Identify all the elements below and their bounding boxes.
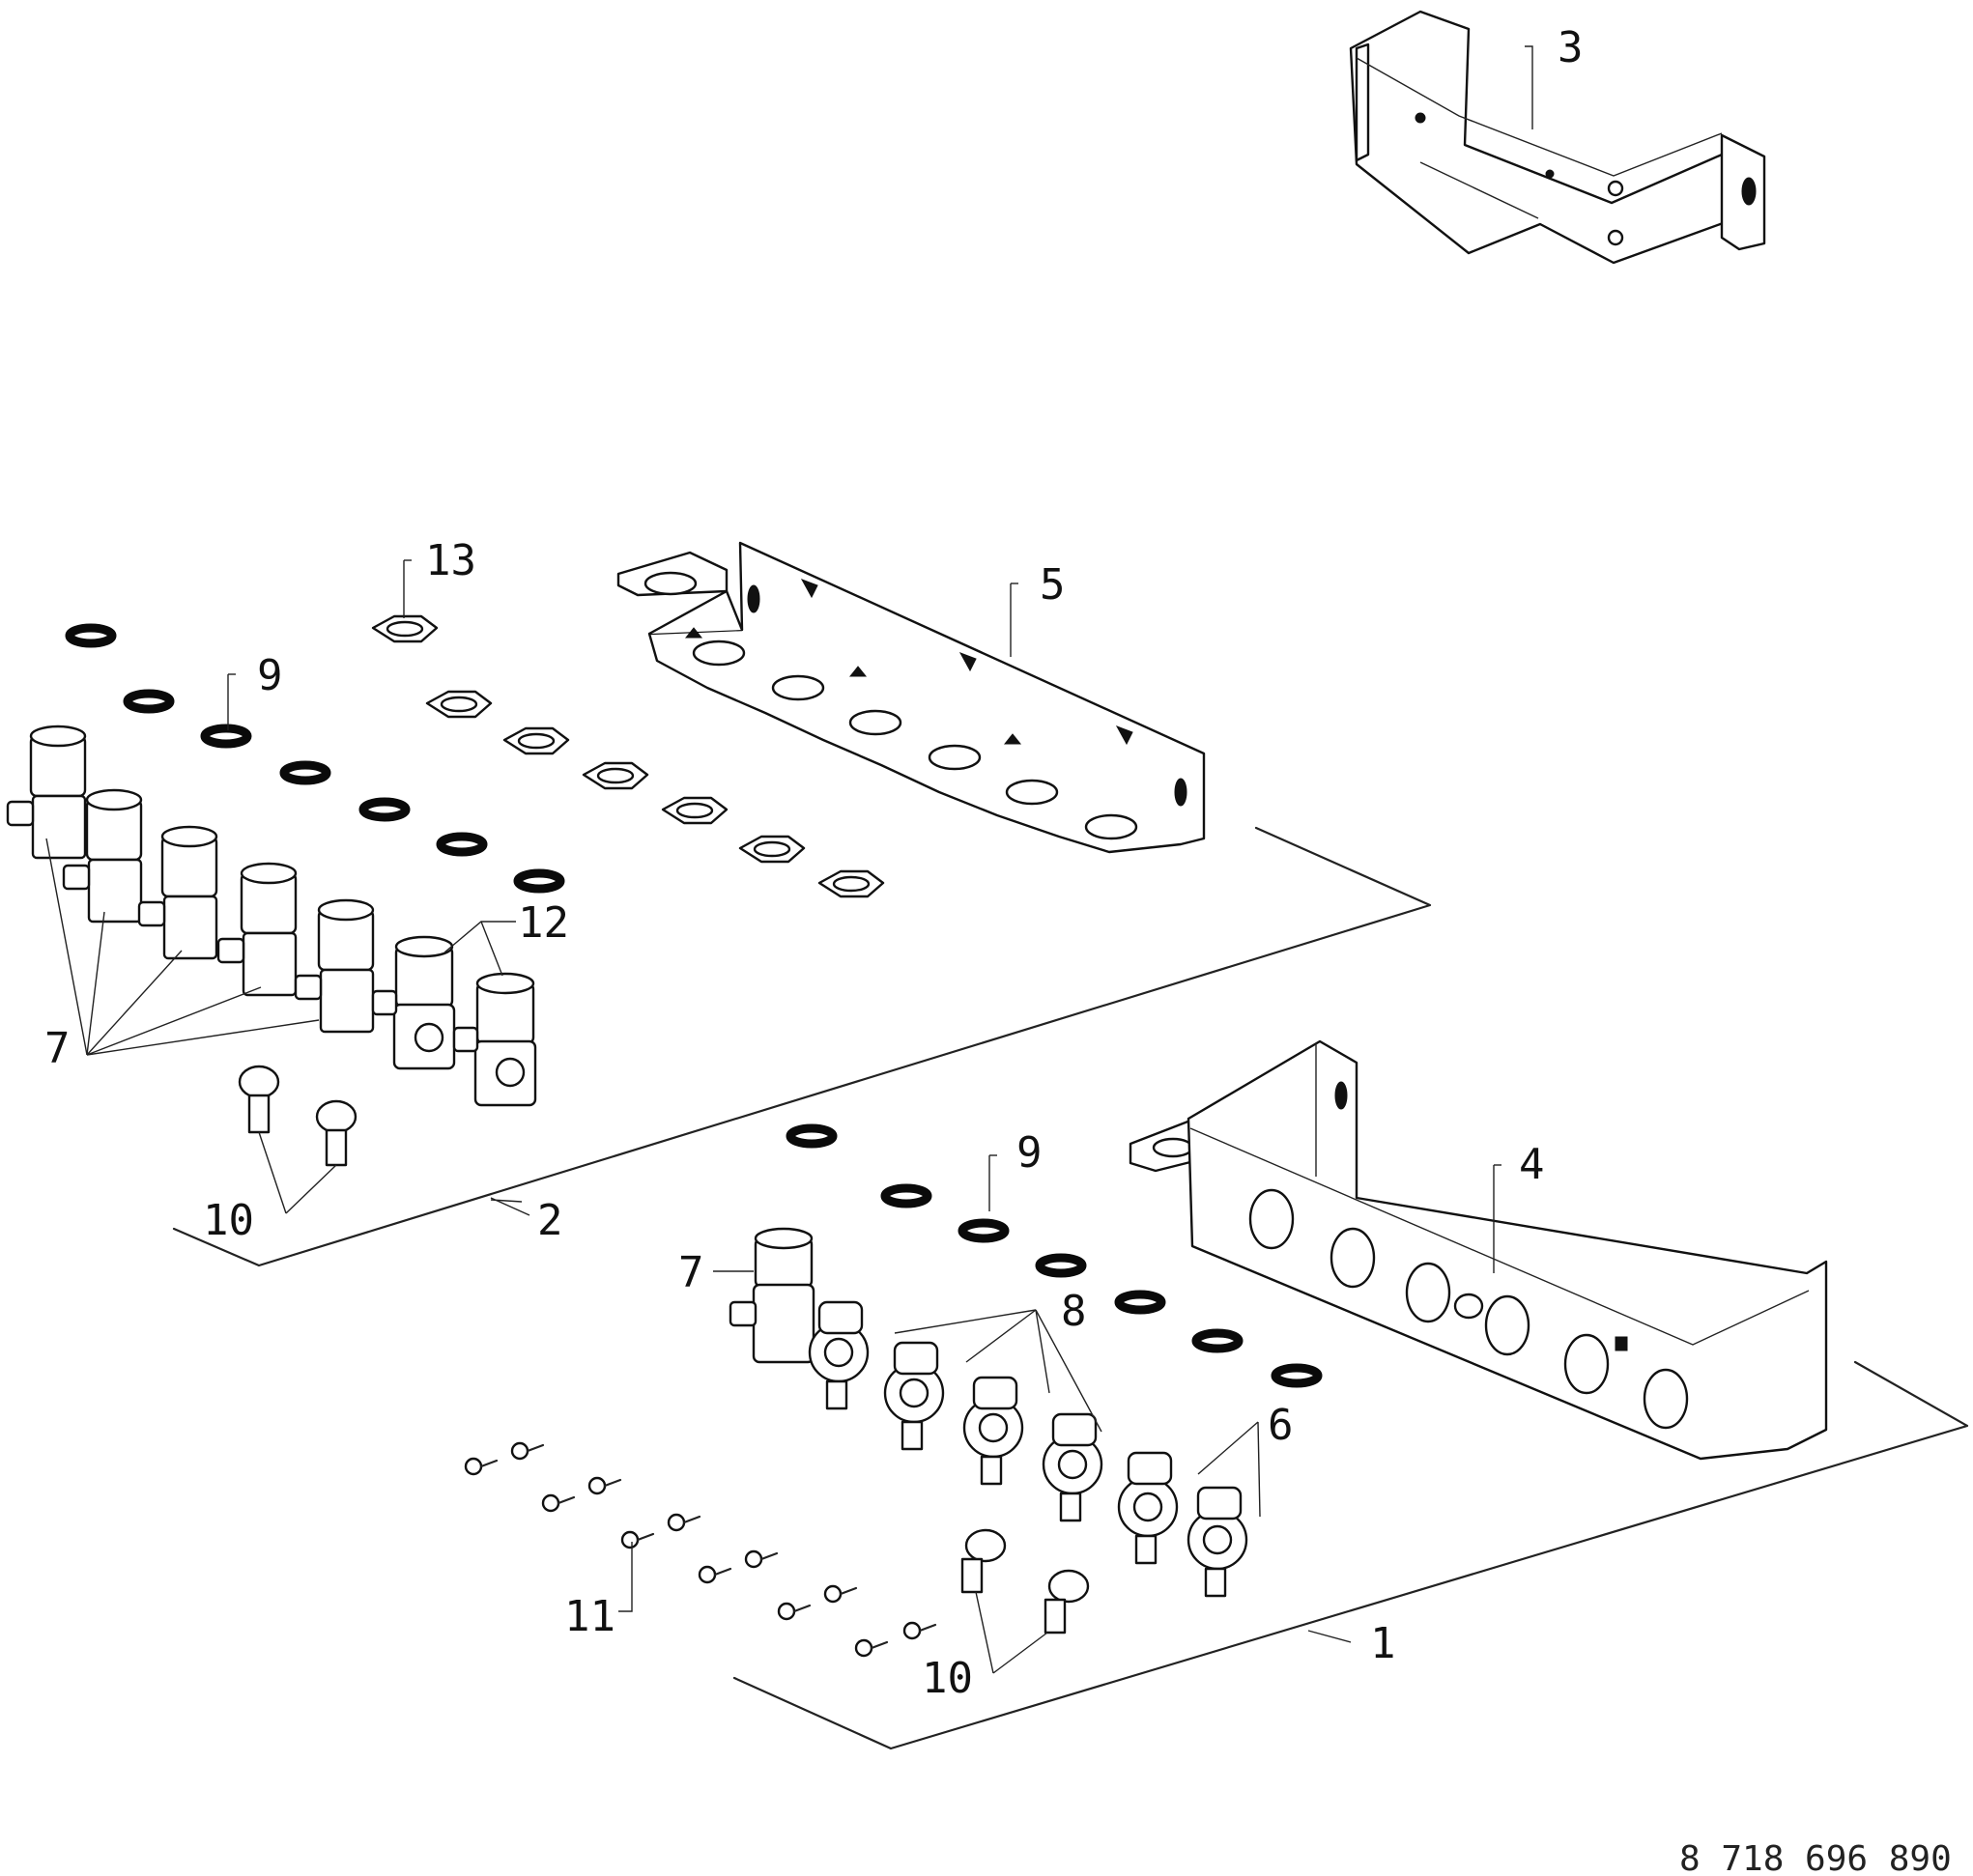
callout-2: 2 <box>537 1196 563 1245</box>
valve <box>62 788 143 924</box>
angle-valve <box>238 1065 280 1134</box>
hex-nuts-part-13 <box>371 614 885 898</box>
callout-10-lower: 10 <box>922 1654 973 1703</box>
valve <box>371 935 456 1070</box>
service-cock <box>883 1341 945 1451</box>
hex-nut <box>425 690 493 719</box>
kit-1-base-plane <box>732 1360 1969 1750</box>
seal-ring <box>1191 1328 1244 1353</box>
upper-rail-part-5 <box>616 541 1206 854</box>
callout-7-lower: 7 <box>678 1248 704 1297</box>
service-cock <box>808 1300 870 1410</box>
service-cock <box>1117 1451 1179 1565</box>
angle-valve <box>1044 1569 1090 1634</box>
callout-13: 13 <box>425 536 476 585</box>
callout-labels: 3 13 5 9 12 7 10 2 9 4 7 8 6 11 1 10 <box>44 23 1584 1703</box>
angle-valves-part-10-lower <box>960 1528 1090 1634</box>
callout-12: 12 <box>518 898 569 948</box>
screw <box>464 1457 499 1476</box>
angle-valve <box>960 1528 1007 1594</box>
screw <box>902 1621 937 1640</box>
seal-ring <box>123 689 175 714</box>
service-cocks-part-6 <box>1117 1451 1248 1598</box>
callout-1: 1 <box>1370 1619 1396 1668</box>
valves-part-7-upper <box>6 725 375 1034</box>
wall-bracket-part-3 <box>1349 10 1766 265</box>
lower-rail-part-4 <box>1129 1039 1828 1461</box>
valve-part-7-lower <box>729 1227 815 1364</box>
seal-ring <box>436 832 488 857</box>
seal-ring <box>358 797 411 822</box>
screw <box>510 1441 545 1461</box>
screw <box>744 1549 779 1569</box>
document-number: 8 718 696 890 <box>1679 1839 1952 1876</box>
valve <box>137 825 218 960</box>
screw <box>667 1513 701 1532</box>
service-cocks-part-8 <box>808 1300 1103 1522</box>
screw <box>698 1565 732 1584</box>
seal-ring <box>65 623 117 648</box>
hex-nut <box>582 761 649 790</box>
callout-9-upper: 9 <box>257 651 283 700</box>
hex-nut <box>502 726 570 755</box>
angle-valves-part-10-upper <box>238 1065 357 1167</box>
screw <box>541 1493 576 1513</box>
kit-2-base-plane <box>172 826 1432 1267</box>
seal-ring <box>279 760 331 785</box>
service-cock <box>1187 1486 1248 1598</box>
screw <box>587 1476 622 1495</box>
hex-nut <box>738 835 806 864</box>
valves-part-12 <box>371 935 537 1107</box>
hex-nut <box>371 614 439 643</box>
callout-4: 4 <box>1519 1140 1545 1189</box>
screw <box>777 1602 812 1621</box>
seal-ring <box>958 1218 1010 1243</box>
seal-ring <box>880 1183 932 1208</box>
hex-nut <box>661 796 729 825</box>
screw <box>823 1584 858 1604</box>
valve <box>6 725 87 860</box>
valve <box>452 972 537 1107</box>
seals-part-9-upper <box>65 623 565 894</box>
callout-8: 8 <box>1061 1287 1087 1336</box>
screw <box>620 1530 655 1549</box>
service-cock <box>962 1376 1024 1486</box>
seal-ring <box>1114 1290 1166 1315</box>
valve <box>294 898 375 1034</box>
seal-ring <box>200 724 252 749</box>
valve <box>216 862 298 997</box>
leader-lines <box>45 45 1533 1674</box>
screw <box>854 1638 889 1658</box>
screws-part-11 <box>464 1441 937 1658</box>
callout-3: 3 <box>1558 23 1584 72</box>
callout-6: 6 <box>1268 1401 1294 1450</box>
service-cock <box>1042 1412 1103 1522</box>
callout-11: 11 <box>564 1592 615 1641</box>
seal-ring <box>513 868 565 894</box>
callout-9-lower: 9 <box>1016 1128 1043 1178</box>
seals-part-9-lower <box>786 1123 1323 1388</box>
angle-valve <box>315 1099 357 1167</box>
hex-nut <box>817 869 885 898</box>
callout-10-upper: 10 <box>203 1196 254 1245</box>
seal-ring <box>1271 1363 1323 1388</box>
seal-ring <box>1035 1253 1087 1278</box>
callout-7-upper: 7 <box>44 1024 71 1073</box>
callout-5: 5 <box>1040 560 1066 610</box>
seal-ring <box>786 1123 838 1149</box>
